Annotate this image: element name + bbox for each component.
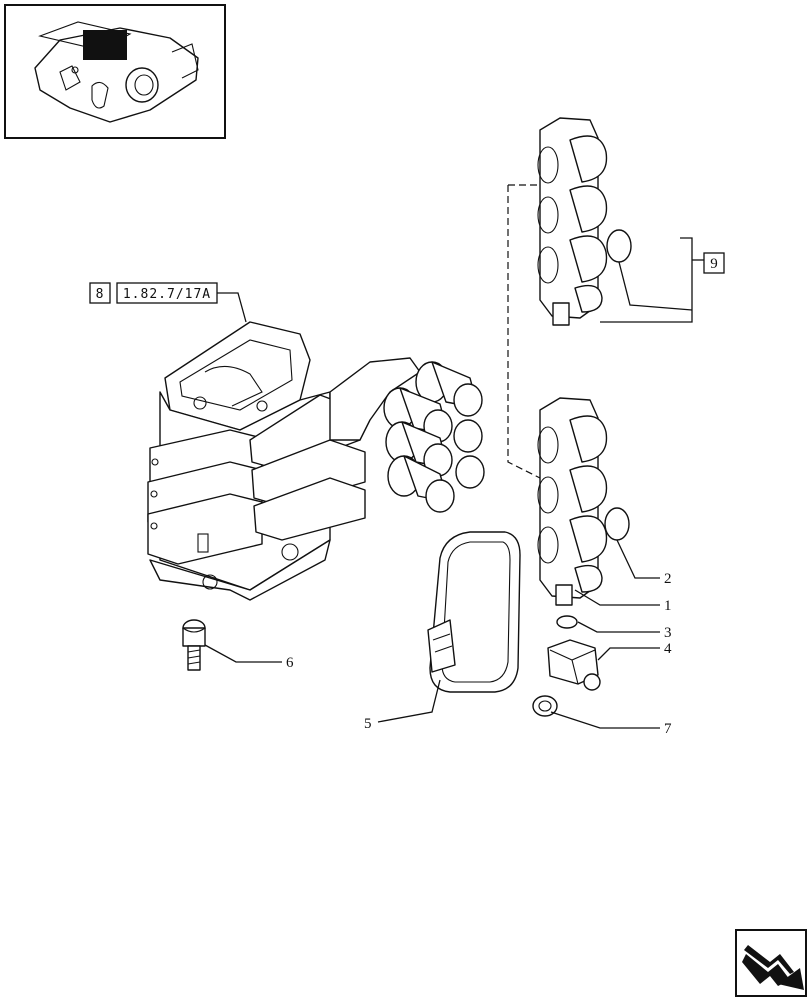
coupling-group xyxy=(383,361,485,513)
callout-3[interactable]: 3 xyxy=(664,625,672,641)
control-valve-assembly xyxy=(147,321,485,601)
callout-7[interactable]: 7 xyxy=(664,721,672,737)
reference-label[interactable]: 8 1.82.7/17A xyxy=(89,282,247,323)
solenoid-module-lower xyxy=(537,397,630,606)
next-page-arrow-icon[interactable] xyxy=(735,929,807,997)
o-ring xyxy=(556,615,578,629)
callout-5[interactable]: 5 xyxy=(364,716,372,732)
solenoid-module-upper xyxy=(537,117,632,326)
reference-code: 1.82.7/17A xyxy=(123,287,211,302)
callout-9[interactable]: 9 xyxy=(703,252,725,274)
callout-6[interactable]: 6 xyxy=(286,655,294,671)
cap-upper xyxy=(606,229,632,263)
cap-lower xyxy=(604,507,630,541)
reference-box-number: 8 xyxy=(96,287,105,302)
connector-part xyxy=(547,639,601,691)
bolt-part xyxy=(182,619,206,671)
gasket-part xyxy=(427,531,521,693)
plug-part xyxy=(532,695,558,717)
callout-2[interactable]: 2 xyxy=(664,571,672,587)
callout-4[interactable]: 4 xyxy=(664,641,672,657)
valve-section-3 xyxy=(147,477,366,565)
callout-1[interactable]: 1 xyxy=(664,598,672,614)
callout-9-label: 9 xyxy=(710,256,718,272)
housing-thumbnail-icon xyxy=(34,21,199,123)
thumbnail-locator[interactable] xyxy=(4,4,226,139)
